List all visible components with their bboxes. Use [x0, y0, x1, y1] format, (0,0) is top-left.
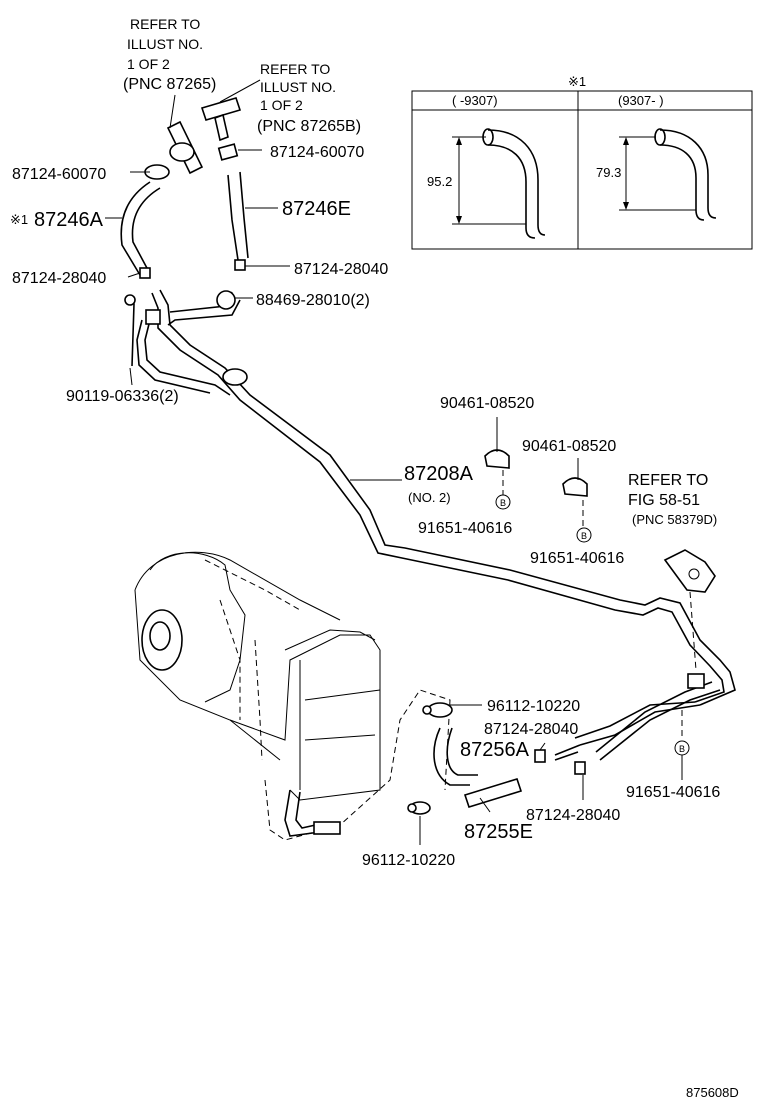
- label-96112-10220-top: 96112-10220: [487, 698, 580, 715]
- label-87124-28040-left: 87124-28040: [12, 270, 106, 287]
- label-87124-60070-right: 87124-60070: [270, 144, 364, 161]
- label-87246A: 87246A: [34, 209, 104, 231]
- refer-label-87265B-line4: (PNC 87265B): [257, 118, 361, 135]
- inset-right-hose-end: [654, 128, 666, 146]
- clamp-block: [145, 309, 161, 325]
- hose-87256A: [422, 702, 581, 786]
- tube-bracket-clip: [687, 673, 705, 689]
- label-87255E: 87255E: [464, 821, 533, 843]
- label-87208A: 87208A: [404, 463, 474, 485]
- inset-right-hose: [659, 129, 717, 221]
- label-91651-40616-b: 91651-40616: [530, 550, 624, 567]
- inset-left-hose: [487, 129, 546, 239]
- leader-lines: [105, 79, 683, 845]
- inset-left-header: ( -9307): [452, 93, 498, 108]
- svg-text:B: B: [500, 498, 506, 508]
- label-87246E: 87246E: [282, 198, 351, 220]
- hose-87255E: [407, 761, 586, 815]
- refer-label-87265-line2: ILLUST NO.: [127, 36, 203, 52]
- clamp-90461-a: B: [484, 449, 511, 510]
- clip-91651-c: B: [674, 710, 690, 756]
- refer-label-87265-line4: (PNC 87265): [123, 76, 216, 93]
- label-87256A: 87256A: [460, 739, 530, 761]
- refer-label-58379D-line1: REFER TO: [628, 472, 708, 489]
- label-90461-08520-b: 90461-08520: [522, 438, 616, 455]
- hose-clamp-87124-28040-low: [574, 761, 586, 775]
- label-91651-40616-c: 91651-40616: [626, 784, 720, 801]
- label-90119-06336: 90119-06336(2): [66, 388, 179, 405]
- label-87124-28040-mid: 87124-28040: [484, 721, 578, 738]
- note-mark-icon: ※1: [10, 212, 28, 227]
- inset-right-header: (9307- ): [618, 93, 664, 108]
- inset-table: ※1 ( -9307) (9307- ) 95.2 79.3: [411, 74, 753, 250]
- heater-unit: [134, 551, 451, 841]
- refer-label-87265B-line1: REFER TO: [260, 61, 330, 77]
- hose-clamp-87124-28040-left: [139, 267, 151, 279]
- document-code: 875608D: [686, 1085, 739, 1100]
- bracket-58379D: [663, 549, 716, 671]
- tube-junction-block: [222, 368, 248, 386]
- label-87124-28040-low: 87124-28040: [526, 807, 620, 824]
- inset-left-dimension: 95.2: [427, 174, 452, 189]
- hose-clamp-87124-60070-right: [217, 143, 239, 161]
- bolt-90119: [129, 295, 135, 367]
- label-91651-40616-a: 91651-40616: [418, 520, 512, 537]
- label-88469-28010: 88469-28010(2): [256, 292, 370, 309]
- inset-right-dimension: 79.3: [596, 165, 621, 180]
- grommet-88469: [216, 290, 236, 310]
- hose-clamp-87124-28040-mid: [534, 749, 546, 763]
- svg-text:B: B: [581, 531, 587, 541]
- refer-label-58379D-line2: FIG 58-51: [628, 492, 700, 509]
- clamp-90461-b: B: [562, 477, 592, 543]
- refer-label-87265B-line2: ILLUST NO.: [260, 79, 336, 95]
- svg-text:B: B: [679, 744, 685, 754]
- part-labels: REFER TO ILLUST NO. 1 OF 2 (PNC 87265) R…: [10, 16, 739, 1100]
- label-87124-28040-right: 87124-28040: [294, 261, 388, 278]
- inset-frame: [411, 90, 753, 250]
- refer-label-87265-line3: 1 OF 2: [127, 56, 170, 72]
- inset-right-dim-arrows: [623, 137, 629, 210]
- label-87124-60070-left: 87124-60070: [12, 166, 106, 183]
- refer-label-87265B-line3: 1 OF 2: [260, 97, 303, 113]
- inset-title: ※1: [568, 74, 586, 89]
- heater-pipe-end: [313, 821, 341, 835]
- refer-label-87265-line1: REFER TO: [130, 16, 200, 32]
- pipe-fitting-87265B: [200, 97, 242, 121]
- label-96112-10220-bottom: 96112-10220: [362, 852, 455, 869]
- refer-label-58379D-line3: (PNC 58379D): [632, 512, 717, 527]
- hose-87246E: [124, 97, 249, 367]
- hose-clamp-87124-28040-right: [234, 259, 246, 271]
- hose-87246A: [120, 120, 204, 276]
- label-87208A-sub: (NO. 2): [408, 490, 451, 505]
- label-90461-08520-a: 90461-08520: [440, 395, 534, 412]
